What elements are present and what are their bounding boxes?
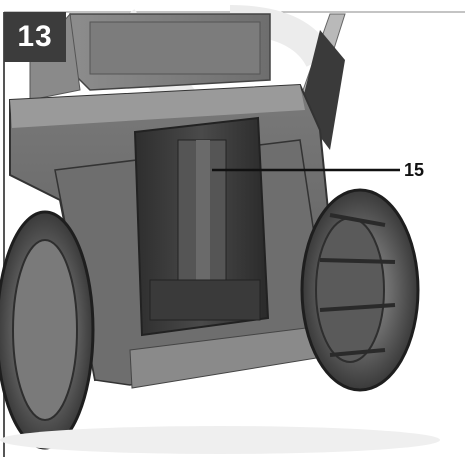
right-wheel-hub	[315, 217, 385, 363]
ground-shadow	[0, 426, 440, 454]
chute-base	[149, 279, 261, 321]
grass-bag-panel	[89, 21, 261, 75]
deck-top-edge	[10, 85, 305, 128]
mulching-plug-ridge	[196, 140, 210, 306]
right-wheel-tread	[319, 213, 396, 357]
callout-label-15: 15	[404, 160, 425, 180]
left-wheel-hub	[12, 239, 78, 421]
step-number-badge: 13	[4, 12, 66, 62]
